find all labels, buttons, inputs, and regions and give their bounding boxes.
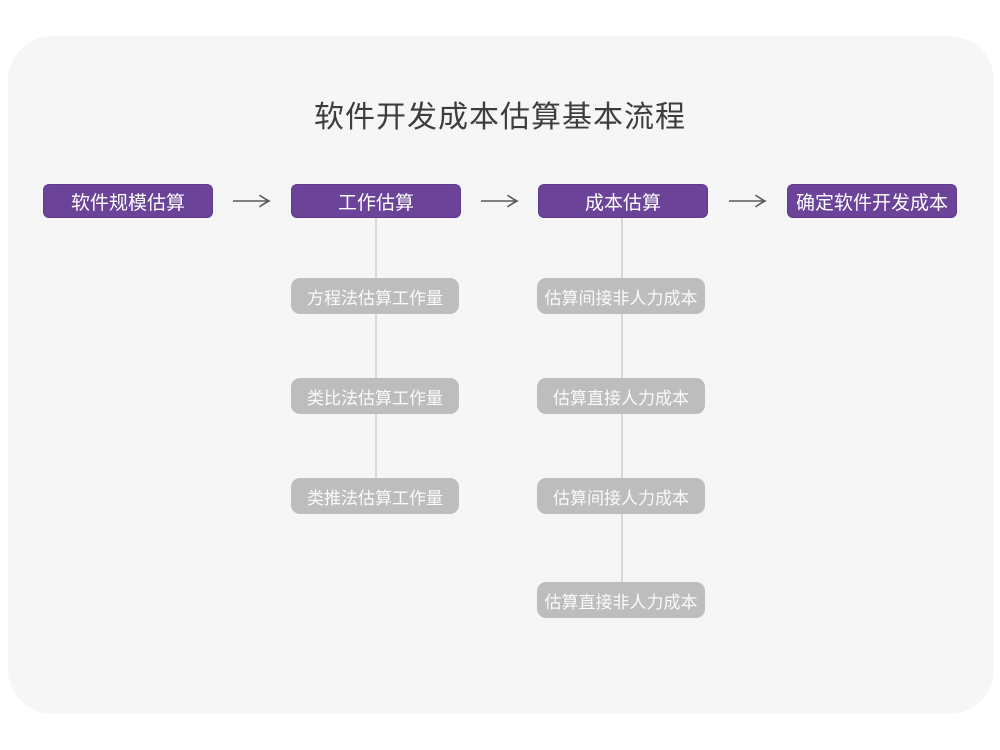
flow-node-determine-cost: 确定软件开发成本 [787,184,957,218]
flow-arrow-icon [480,194,520,208]
sub-node-equation-method: 方程法估算工作量 [291,278,459,314]
flow-arrow-icon [232,194,272,208]
flow-node-cost-estimation: 成本估算 [538,184,708,218]
sub-node-direct-labor-cost: 估算直接人力成本 [537,378,705,414]
flow-arrow-icon [728,194,768,208]
sub-node-indirect-nonlabor-cost: 估算间接非人力成本 [537,278,705,314]
sub-node-extrapolation-method: 类推法估算工作量 [291,478,459,514]
sub-node-indirect-labor-cost: 估算间接人力成本 [537,478,705,514]
diagram-card [8,36,994,714]
sub-node-direct-nonlabor-cost: 估算直接非人力成本 [537,582,705,618]
flow-node-work-estimation: 工作估算 [291,184,461,218]
sub-node-analogy-method: 类比法估算工作量 [291,378,459,414]
connector-line-work [375,218,377,498]
flow-node-scale-estimation: 软件规模估算 [43,184,213,218]
diagram-title: 软件开发成本估算基本流程 [314,101,686,134]
